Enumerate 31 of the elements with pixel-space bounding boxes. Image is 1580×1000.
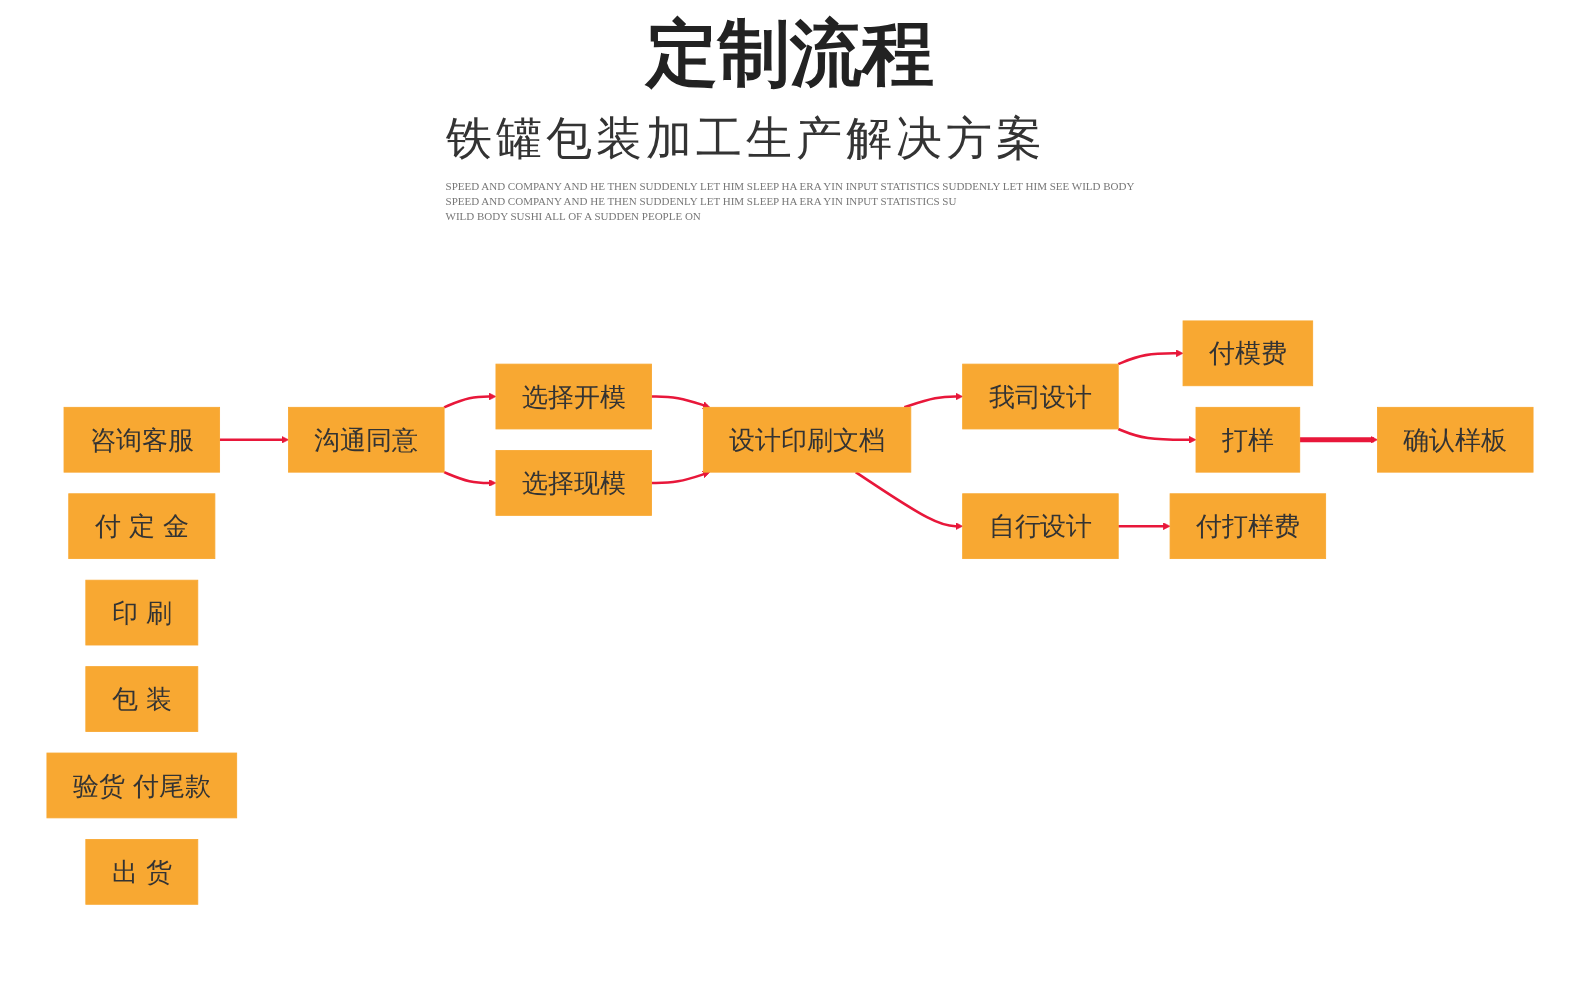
arrow — [443, 470, 497, 487]
node-box: 验货 付尾款 — [46, 752, 238, 819]
subtitle: 铁罐包装加工生产解决方案 — [445, 110, 1047, 167]
arrow — [1117, 349, 1184, 366]
arrow — [219, 435, 289, 444]
decorative-text: SPEED AND COMPANY AND HE THEN SUDDENLY LET HIM SLEEP HA ERA YIN INPUT STATISTICS SUDDENLY LET HIM SEE WILD BODY — [445, 180, 1135, 192]
node-box: 自行设计 — [962, 493, 1119, 559]
decorative-text: SPEED AND COMPANY AND HE THEN SUDDENLY LET HIM SLEEP HA ERA YIN INPUT STATISTICS SU — [445, 195, 958, 207]
arrow — [1118, 522, 1171, 530]
node-box: 沟通同意 — [288, 406, 445, 473]
title: 定制流程 — [646, 10, 934, 97]
node-box: 选择现模 — [495, 450, 652, 516]
node-box: 付模费 — [1182, 320, 1314, 387]
node-box: 我司设计 — [962, 363, 1119, 430]
arrow — [1299, 435, 1378, 444]
node-box: 确认样板 — [1377, 406, 1534, 473]
node-box: 付打样费 — [1169, 493, 1327, 559]
arrow — [443, 392, 497, 409]
arrow — [903, 392, 963, 409]
decorative-text: WILD BODY SUSHI ALL OF A SUDDEN PEOPLE ON — [445, 210, 702, 222]
arrow — [651, 395, 711, 409]
arrow — [1117, 427, 1197, 444]
node-box: 印 刷 — [85, 579, 199, 646]
node-box: 选择开模 — [495, 363, 652, 430]
node-box: 包 装 — [85, 666, 199, 732]
node-box: 付 定 金 — [68, 493, 216, 559]
node-box: 打样 — [1195, 406, 1301, 473]
node-box: 出 货 — [85, 838, 199, 905]
node-box: 咨询客服 — [63, 406, 220, 473]
node-box: 设计印刷文档 — [702, 406, 912, 473]
arrow — [651, 470, 711, 485]
